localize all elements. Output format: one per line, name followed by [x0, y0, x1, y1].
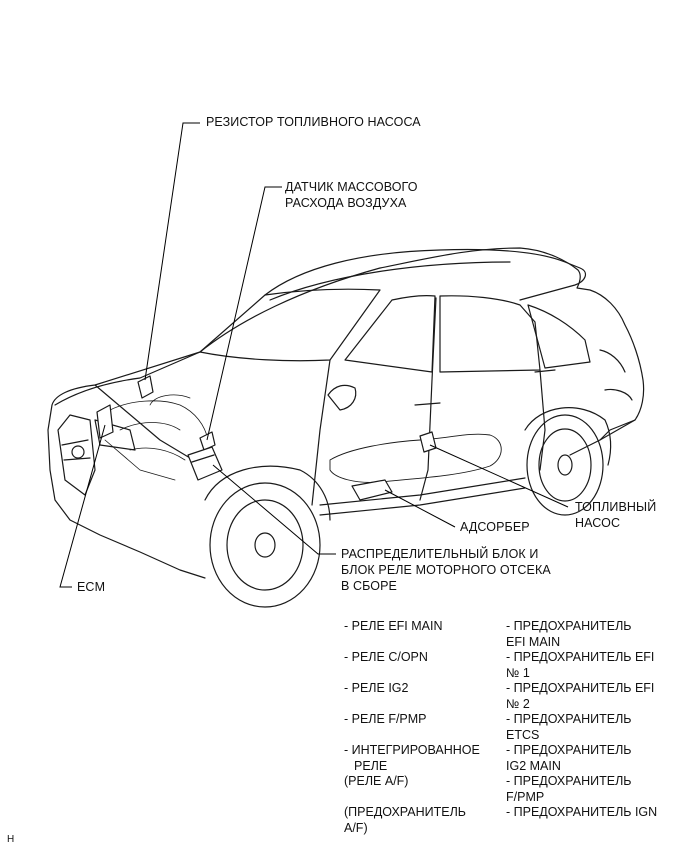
label-adsorber: АДСОРБЕР	[460, 519, 530, 535]
rear-door-window	[439, 295, 541, 373]
label-maf-sensor: ДАТЧИК МАССОВОГО РАСХОДА ВОЗДУХА	[285, 179, 418, 211]
fuel-pump-text-line1: ТОПЛИВНЫЙ	[575, 500, 657, 514]
front-wheel	[204, 465, 331, 608]
relay-item: - РЕЛЕ EFI MAIN	[344, 619, 443, 633]
relay-item: - РЕЛЕ C/OPN	[344, 650, 428, 664]
relay-item	[344, 728, 504, 744]
fuse-item: № 2	[506, 696, 530, 711]
car-roof	[264, 248, 587, 301]
leader-adsorber	[384, 489, 456, 528]
rocker-panel	[319, 477, 526, 516]
maf-sensor-text-line1: ДАТЧИК МАССОВОГО	[285, 180, 418, 194]
fuse-item: F/PMP	[506, 789, 545, 804]
car-body-outline	[47, 247, 645, 579]
maf-sensor-text-line2: РАСХОДА ВОЗДУХА	[285, 196, 407, 210]
relay-item: РЕЛЕ	[354, 758, 388, 773]
relay-item	[344, 697, 504, 713]
leader-junction-block	[212, 464, 336, 555]
leader-fuel-pump	[429, 444, 569, 508]
junction-block-part	[187, 446, 223, 481]
front-grille	[57, 414, 96, 496]
windshield	[199, 288, 381, 362]
door-seams	[311, 297, 546, 506]
roof-rail	[269, 261, 511, 301]
fuel-pump-text-line2: НАСОС	[575, 516, 621, 530]
label-fuel-pump: ТОПЛИВНЫЙ НАСОС	[575, 499, 656, 531]
engine-bay	[104, 394, 209, 481]
fuse-item: - ПРЕДОХРАНИТЕЛЬ EFI	[506, 650, 655, 664]
label-ecm: ECM	[77, 579, 105, 595]
side-mirror	[327, 384, 357, 411]
ecm-text: ECM	[77, 580, 106, 594]
resistor-part	[137, 375, 154, 399]
leader-maf-sensor	[206, 186, 282, 441]
junction-text-line2: БЛОК РЕЛЕ МОТОРНОГО ОТСЕКА	[341, 563, 551, 577]
relay-item	[344, 666, 504, 682]
fuse-item: EFI MAIN	[506, 634, 561, 649]
corner-mark: H	[7, 834, 15, 845]
leader-ecm	[59, 424, 106, 588]
rear-wheel	[524, 407, 612, 516]
rear-quarter-window	[527, 304, 591, 369]
relay-item: A/F)	[344, 820, 368, 835]
relay-item: - РЕЛЕ F/PMP	[344, 712, 427, 726]
relay-list: - РЕЛЕ EFI MAIN - РЕЛЕ C/OPN - РЕЛЕ IG2 …	[344, 619, 504, 836]
junction-text-line3: В СБОРЕ	[341, 579, 397, 593]
label-fuel-pump-resistor: РЕЗИСТОР ТОПЛИВНОГО НАСОСА	[206, 114, 421, 130]
fuse-item: ETCS	[506, 727, 540, 742]
fuse-item: № 1	[506, 665, 530, 680]
relay-item: (ПРЕДОХРАНИТЕЛЬ	[344, 805, 467, 819]
relay-item	[344, 635, 504, 651]
fuse-item: - ПРЕДОХРАНИТЕЛЬ	[506, 743, 632, 757]
relay-item: (РЕЛЕ A/F)	[344, 774, 409, 788]
fuse-item: - ПРЕДОХРАНИТЕЛЬ IGN	[506, 805, 658, 819]
hood-line	[54, 351, 211, 471]
adsorber-text: АДСОРБЕР	[460, 520, 530, 534]
fuse-item: - ПРЕДОХРАНИТЕЛЬ	[506, 619, 632, 633]
door-handles	[414, 369, 556, 406]
fuse-item: IG2 MAIN	[506, 758, 561, 773]
relay-item: - РЕЛЕ IG2	[344, 681, 409, 695]
canister-part	[351, 479, 393, 501]
front-door-window	[344, 295, 436, 373]
junction-text-line1: РАСПРЕДЕЛИТЕЛЬНЫЙ БЛОК И	[341, 547, 539, 561]
ecm-part	[96, 404, 114, 439]
fuel-pump-resistor-text: РЕЗИСТОР ТОПЛИВНОГО НАСОСА	[206, 115, 421, 129]
leader-fuel-pump-resistor	[144, 122, 200, 381]
fuse-list: - ПРЕДОХРАНИТЕЛЬ EFI MAIN - ПРЕДОХРАНИТЕ…	[506, 619, 686, 821]
rear-end	[599, 349, 636, 441]
fuel-pump-part	[419, 431, 437, 453]
headlight	[94, 419, 136, 451]
relay-item	[344, 790, 504, 806]
fuel-tank	[329, 433, 502, 483]
fuse-item: - ПРЕДОХРАНИТЕЛЬ	[506, 712, 632, 726]
relay-item: - ИНТЕГРИРОВАННОЕ	[344, 743, 480, 757]
fuse-item: - ПРЕДОХРАНИТЕЛЬ EFI	[506, 681, 655, 695]
fuse-item: - ПРЕДОХРАНИТЕЛЬ	[506, 774, 632, 788]
label-junction-block: РАСПРЕДЕЛИТЕЛЬНЫЙ БЛОК И БЛОК РЕЛЕ МОТОР…	[341, 546, 551, 594]
front-emblem	[71, 445, 85, 459]
